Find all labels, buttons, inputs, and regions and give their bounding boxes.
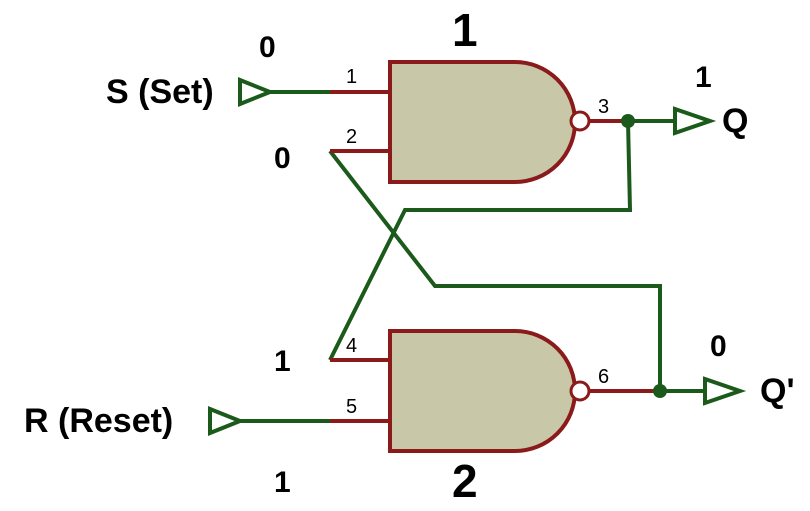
gate-2-inversion-bubble xyxy=(569,380,591,402)
pin-label-1: 1 xyxy=(346,66,357,88)
input-terminal-s-icon xyxy=(238,77,276,107)
pin-label-3: 3 xyxy=(598,96,609,118)
junction-dot-q xyxy=(621,114,635,128)
nand-gate-2 xyxy=(388,329,591,453)
input-terminal-r-icon xyxy=(208,406,246,436)
junction-dot-qbar xyxy=(653,384,667,398)
gate-2-number: 2 xyxy=(452,455,478,507)
input-label-reset: R (Reset) xyxy=(24,402,173,440)
pin-label-6: 6 xyxy=(598,366,609,388)
output-label-q: Q xyxy=(722,102,748,140)
terminals xyxy=(208,77,747,436)
gate-1-inversion-bubble xyxy=(569,110,591,132)
output-terminal-qbar-icon xyxy=(703,376,747,406)
value-pin2: 0 xyxy=(274,142,291,175)
pin-label-2: 2 xyxy=(346,126,357,148)
output-label-qbar: Q' xyxy=(760,372,795,410)
gate-1-body xyxy=(388,60,577,184)
value-pin4: 1 xyxy=(274,345,291,378)
pin-label-4: 4 xyxy=(346,335,357,357)
value-s: 0 xyxy=(259,31,276,64)
value-r: 1 xyxy=(274,466,291,499)
nand-gate-1 xyxy=(388,60,591,184)
wires xyxy=(240,90,705,423)
pin-label-5: 5 xyxy=(346,396,357,418)
gate-1-number: 1 xyxy=(452,4,478,56)
gate-2-body xyxy=(388,329,577,453)
wire-feedback-q-to-pin4 xyxy=(328,120,633,361)
value-qbar: 0 xyxy=(710,330,727,363)
output-terminal-q-icon xyxy=(673,106,717,136)
value-q: 1 xyxy=(695,61,712,94)
input-label-set: S (Set) xyxy=(106,73,214,111)
wire-feedback-qbar-to-pin2 xyxy=(328,149,662,391)
